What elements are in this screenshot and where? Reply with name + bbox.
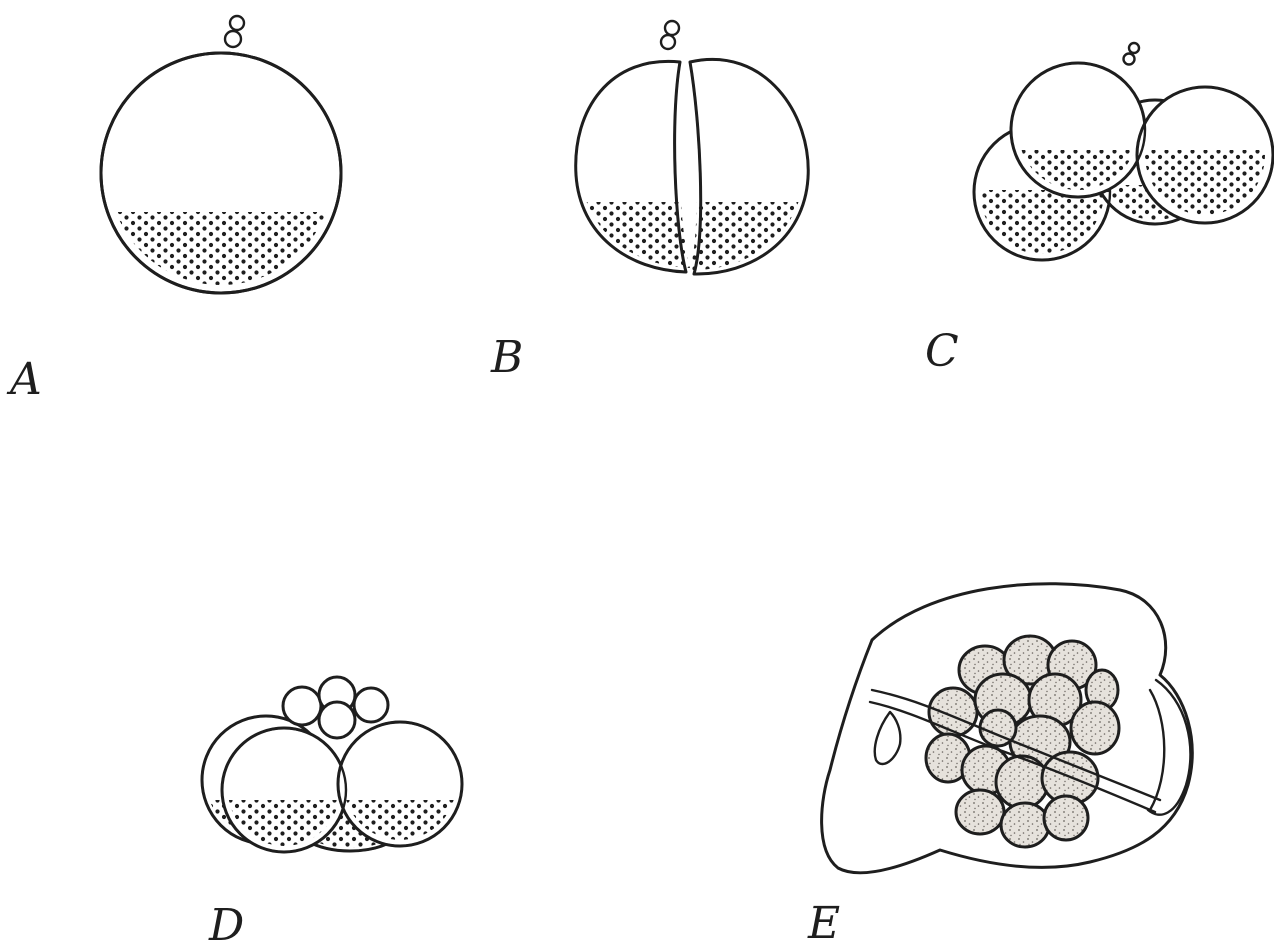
embryo-a-one-cell-egg xyxy=(101,16,341,293)
embryo-d-eight-cell-stage xyxy=(202,677,462,852)
embryo-b-two-cell-stage xyxy=(576,21,809,274)
polar-body-icon xyxy=(230,16,244,30)
polar-body-icon xyxy=(1129,43,1139,53)
micromere-d-1 xyxy=(283,687,321,725)
polar-body-icon xyxy=(661,35,675,49)
polar-body-icon xyxy=(225,31,241,47)
panel-label-a: A xyxy=(10,358,42,402)
panel-label-e: E xyxy=(808,902,840,946)
micromere-d-4 xyxy=(319,702,355,738)
polar-body-icon xyxy=(665,21,679,35)
panel-label-c: C xyxy=(925,330,959,374)
panel-label-b: B xyxy=(491,336,523,380)
polar-body-icon xyxy=(1124,54,1135,65)
micromere-d-3 xyxy=(354,688,388,722)
embryo-c-four-cell-stage xyxy=(974,43,1273,260)
embryo-e-later-stage xyxy=(822,584,1193,873)
panel-label-d: D xyxy=(209,904,244,948)
